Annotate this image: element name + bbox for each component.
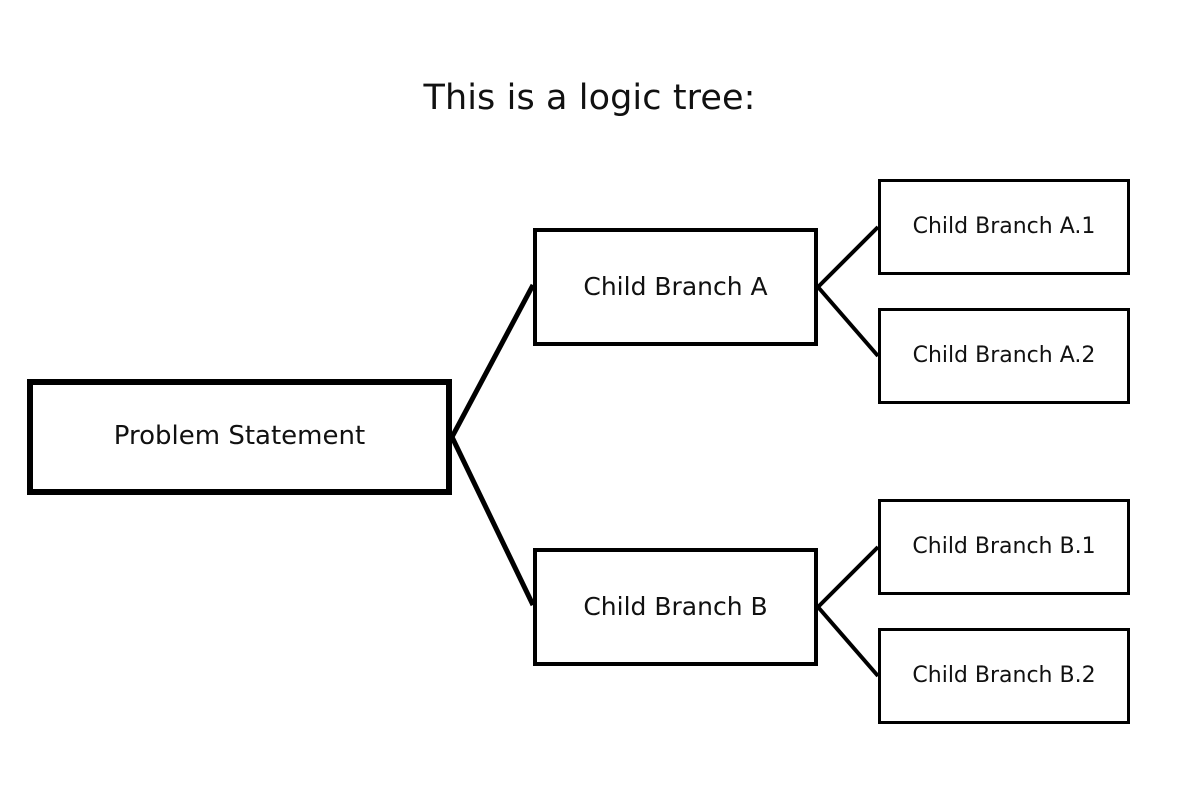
connector-branch-b-to-b2 (816, 605, 880, 678)
node-child-branch-a1[interactable]: Child Branch A.1 (878, 179, 1130, 275)
node-problem-statement[interactable]: Problem Statement (27, 379, 452, 495)
node-child-branch-a2[interactable]: Child Branch A.2 (878, 308, 1130, 404)
node-child-branch-b[interactable]: Child Branch B (533, 548, 818, 666)
node-child-branch-b1-label: Child Branch B.1 (912, 533, 1096, 559)
node-child-branch-b2[interactable]: Child Branch B.2 (878, 628, 1130, 724)
diagram-title: This is a logic tree: (423, 78, 756, 118)
connector-branch-a-to-a1 (816, 225, 880, 289)
node-child-branch-b2-label: Child Branch B.2 (912, 662, 1096, 688)
node-problem-statement-label: Problem Statement (113, 421, 366, 452)
node-child-branch-a[interactable]: Child Branch A (533, 228, 818, 346)
node-child-branch-a-label: Child Branch A (583, 272, 768, 301)
node-child-branch-a1-label: Child Branch A.1 (912, 213, 1096, 239)
node-child-branch-a2-label: Child Branch A.2 (912, 342, 1096, 368)
node-child-branch-b1[interactable]: Child Branch B.1 (878, 499, 1130, 595)
connector-root-to-branch-b (449, 435, 536, 607)
node-child-branch-b-label: Child Branch B (583, 592, 768, 621)
connector-branch-a-to-a2 (816, 285, 880, 358)
connector-root-to-branch-a (449, 283, 536, 439)
connector-branch-b-to-b1 (816, 545, 880, 609)
